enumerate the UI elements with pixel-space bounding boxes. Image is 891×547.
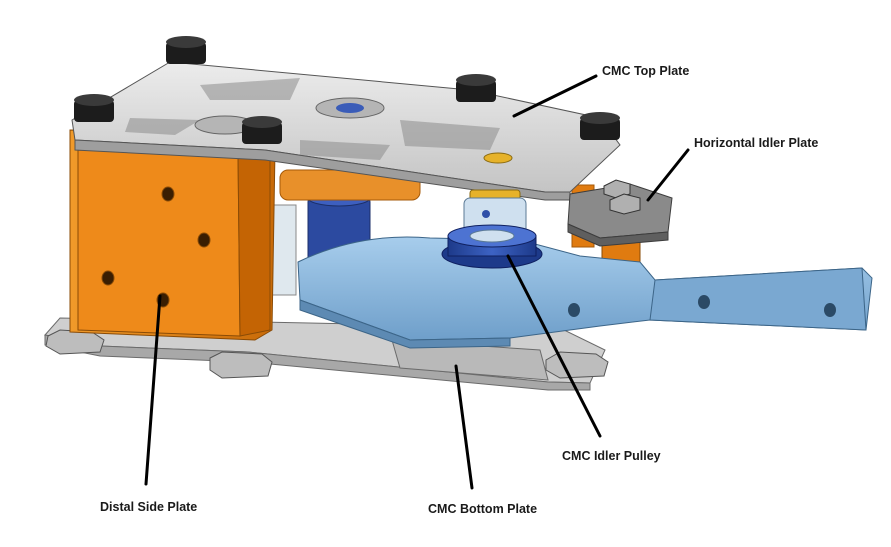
- leader-line-bottom-plate: [454, 364, 474, 490]
- hole: [161, 186, 175, 202]
- horizontal-idler-plate: [567, 179, 673, 274]
- hole: [197, 232, 211, 248]
- cmc-idler-pulley-label: CMC Idler Pulley: [562, 449, 661, 463]
- bolt: [456, 74, 496, 102]
- hole: [101, 270, 115, 286]
- horizontal-idler-plate-label: Horizontal Idler Plate: [694, 136, 819, 150]
- blue-link-arm: [297, 236, 873, 349]
- hole: [698, 295, 710, 309]
- distal-side-plate: [69, 129, 276, 341]
- hole: [824, 303, 836, 317]
- cmc-idler-pulley: [441, 224, 543, 269]
- cmc-top-plate-label: CMC Top Plate: [602, 64, 690, 78]
- bolt: [580, 112, 620, 140]
- hole: [568, 303, 580, 317]
- bolts: [74, 36, 620, 144]
- bolt: [242, 116, 282, 144]
- leader-lines: [144, 74, 690, 490]
- distal-side-plate-label: Distal Side Plate: [100, 500, 198, 514]
- leader-line-idler-plate: [646, 148, 690, 202]
- cmc-bottom-plate-label: CMC Bottom Plate: [428, 502, 538, 516]
- leader-line-distal-side: [144, 294, 162, 486]
- bolt: [166, 36, 206, 64]
- leader-line-top-plate: [512, 74, 598, 118]
- bolt: [74, 94, 114, 122]
- leader-line-idler-pulley: [506, 254, 602, 438]
